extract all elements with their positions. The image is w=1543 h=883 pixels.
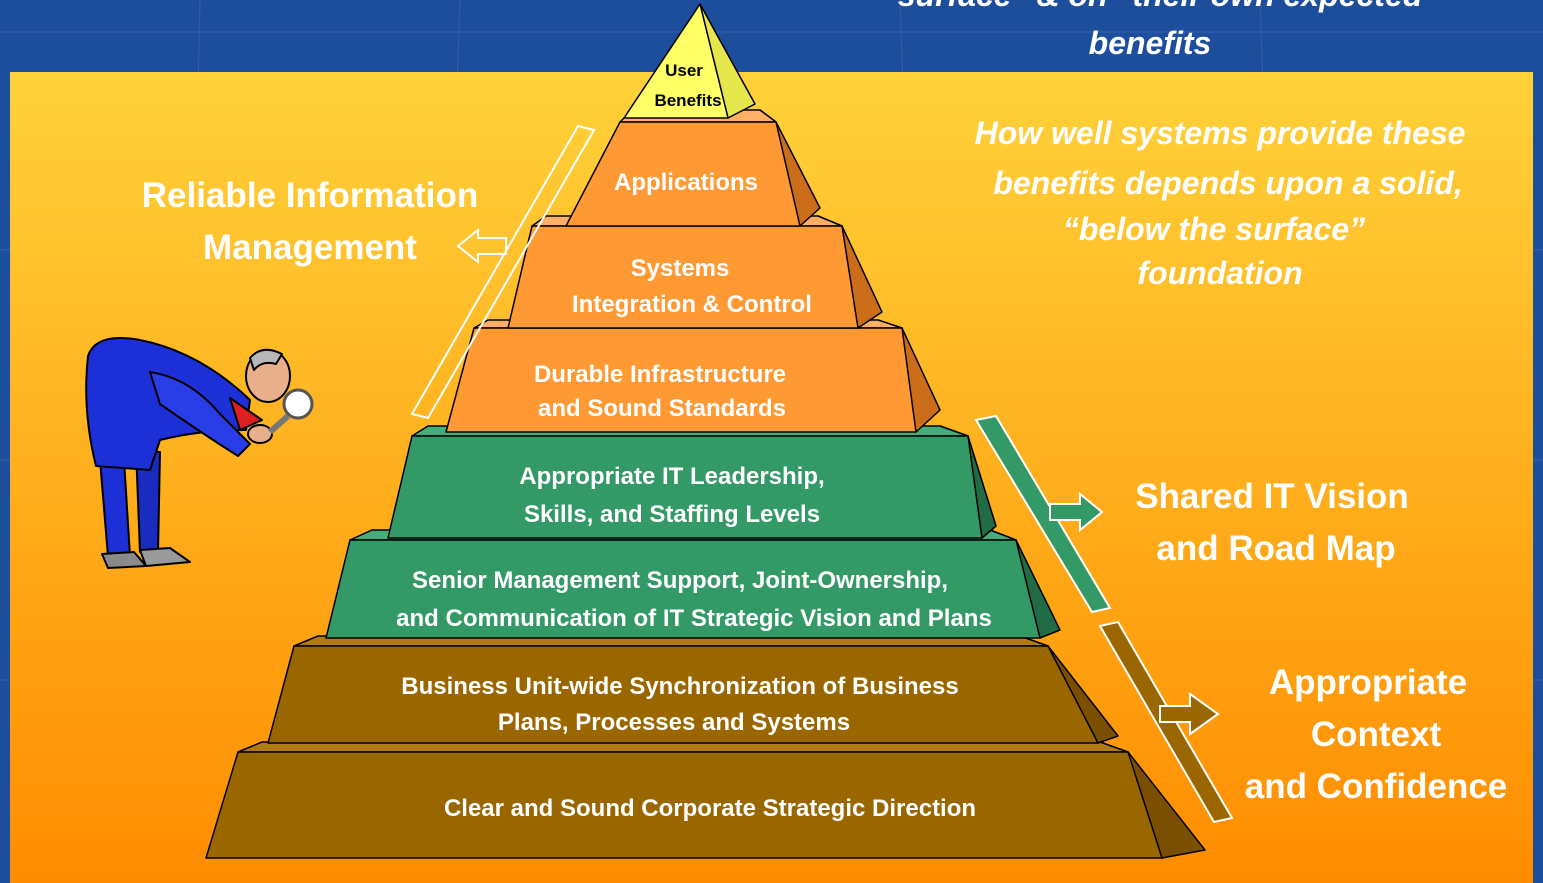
arrow-right-brown-icon [1159,692,1220,736]
tier-label: and Communication of IT Strategic Vision… [396,605,992,632]
note-line-2: benefits depends upon a solid, [993,165,1462,201]
tier-label: Appropriate IT Leadership, [519,463,824,490]
tier-label: Durable Infrastructure [534,361,786,388]
bracket-reliable-information [410,124,596,420]
apex-front [623,3,729,119]
tier-front [267,645,1099,744]
tier-label: and Sound Standards [538,395,786,422]
callout-reliable-line-1: Reliable Information [142,176,478,215]
tier-label: Skills, and Staffing Levels [524,501,820,528]
callout-context-line-1: Appropriate [1269,663,1467,702]
callout-context-line-2: Context [1311,715,1442,754]
pyramid [205,3,1206,859]
tier-label: Senior Management Support, Joint-Ownersh… [412,567,948,594]
tier-front [325,539,1041,639]
tier-front [205,751,1163,859]
man-with-magnifier-icon [85,337,314,569]
callout-shared-line-1: Shared IT Vision [1135,477,1409,516]
tier-front [565,121,801,227]
tier-corporate-direction [205,741,1206,859]
tier-label: User [665,61,703,80]
note-line-4: foundation [1137,255,1302,291]
callout-context-line-3: and Confidence [1245,767,1508,806]
header-line-2: benefits [1089,25,1212,61]
tier-user-benefits [623,3,756,119]
tier-business-synchronization [267,635,1119,744]
tier-front [387,435,983,539]
tier-label: Integration & Control [572,291,812,318]
tier-label: Applications [614,169,758,196]
callout-reliable-line-2: Management [203,228,417,267]
tier-label: Clear and Sound Corporate Strategic Dire… [444,795,976,822]
tier-label: Business Unit-wide Synchronization of Bu… [401,673,958,700]
callout-shared-line-2: and Road Map [1156,529,1395,568]
bracket-shared-vision [974,414,1112,614]
tier-label: Plans, Processes and Systems [498,709,850,736]
arrow-left-icon [456,227,507,265]
note-line-1: How well systems provide these [975,115,1466,151]
tier-label: Systems [631,255,730,282]
arrow-right-green-icon [1049,491,1104,533]
tier-label: Benefits [654,91,721,110]
note-line-3: “below the surface” [1063,211,1365,247]
header-line-1: surface” & on “their own expected [898,0,1424,13]
tier-labels: User Benefits Applications Systems Integ… [396,61,992,822]
